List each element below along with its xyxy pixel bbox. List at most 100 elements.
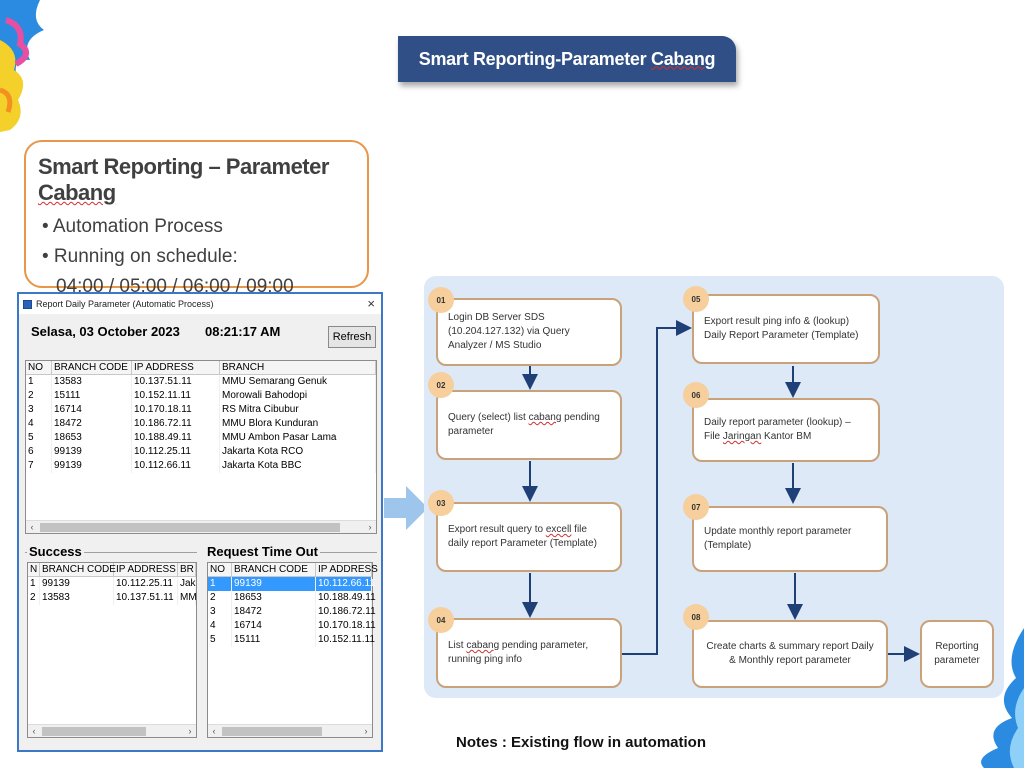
table-cell: MMU Ambon Pasar Lama xyxy=(220,431,376,445)
scroll-right-icon[interactable]: › xyxy=(368,522,372,532)
step-text-part: Query (select) list xyxy=(448,412,529,423)
column-header[interactable]: BRANCH CODE xyxy=(42,563,116,576)
info-box: Smart Reporting – Parameter Cabang • Aut… xyxy=(24,140,369,297)
flow-final-reporting: Reporting parameter xyxy=(920,620,994,688)
table-cell: 15111 xyxy=(52,389,132,403)
flow-step-08: Create charts & summary report Daily & M… xyxy=(692,620,888,688)
column-header[interactable]: NO xyxy=(26,361,52,374)
decorative-paint-splash xyxy=(981,628,1024,768)
scroll-left-icon[interactable]: ‹ xyxy=(212,726,216,736)
step-number-badge: 08 xyxy=(683,604,709,630)
report-window: Report Daily Parameter (Automatic Proces… xyxy=(17,292,383,752)
window-titlebar[interactable]: Report Daily Parameter (Automatic Proces… xyxy=(19,294,381,314)
table-cell: 16714 xyxy=(52,403,132,417)
table-cell: 4 xyxy=(208,619,232,633)
column-header[interactable]: BRANCH xyxy=(220,361,376,374)
final-step-text: Reporting parameter xyxy=(934,641,980,666)
table-cell: 6 xyxy=(26,445,52,459)
column-header[interactable]: IP ADDRESS xyxy=(114,563,178,576)
current-date: Selasa, 03 October 2023 xyxy=(31,324,180,339)
column-header[interactable]: NO xyxy=(208,563,232,576)
table-cell: Morowali Bahodopi xyxy=(220,389,376,403)
schedule-times: 04:00 / 05:00 / 06:00 / 09:00 xyxy=(56,276,294,297)
scroll-right-icon[interactable]: › xyxy=(188,726,192,736)
column-header[interactable]: IP ADDRESS xyxy=(132,361,220,374)
table-cell: 1 xyxy=(26,375,52,389)
table-cell: 18472 xyxy=(232,605,316,619)
table-cell: 10.112.66.11 xyxy=(132,459,220,473)
scroll-left-icon[interactable]: ‹ xyxy=(32,726,36,736)
app-icon xyxy=(23,299,32,309)
scroll-thumb[interactable] xyxy=(222,726,322,736)
refresh-button[interactable]: Refresh xyxy=(328,326,376,348)
info-title-word: Cabang xyxy=(38,180,116,205)
step-number-badge: 03 xyxy=(428,490,454,516)
table-cell: 3 xyxy=(26,403,52,417)
table-cell: MM xyxy=(180,591,197,605)
slide-notes: Notes : Existing flow in automation xyxy=(456,734,707,751)
table-cell: 10.188.49.11 xyxy=(318,591,376,605)
column-header[interactable]: BR xyxy=(178,563,196,576)
close-icon[interactable]: × xyxy=(367,296,375,311)
scroll-thumb[interactable] xyxy=(42,726,146,736)
step-text-part: Export result query to xyxy=(448,524,546,535)
scroll-right-icon[interactable]: › xyxy=(364,726,368,736)
flow-step-05: Export result ping info & (lookup) Daily… xyxy=(692,294,880,364)
table-cell: 10.170.18.11 xyxy=(132,403,220,417)
table-cell: 10.152.11.11 xyxy=(132,389,220,403)
scroll-thumb[interactable] xyxy=(40,522,340,532)
step-number-badge: 05 xyxy=(683,286,709,312)
table-cell: 10.186.72.11 xyxy=(132,417,220,431)
step-text: Export result query to excell file daily… xyxy=(448,523,610,551)
column-header[interactable]: BRANCH CODE xyxy=(232,563,316,576)
flow-step-06: Daily report parameter (lookup) – File J… xyxy=(692,398,880,462)
horizontal-scrollbar[interactable]: ‹ › xyxy=(208,724,372,737)
step-number-badge: 06 xyxy=(683,382,709,408)
window-title: Report Daily Parameter (Automatic Proces… xyxy=(36,299,214,309)
table-cell: 10.112.25.11 xyxy=(114,577,178,591)
flow-step-01: Login DB Server SDS (10.204.127.132) via… xyxy=(436,298,622,366)
step-text-part: file daily report Parameter (Template) xyxy=(448,524,597,549)
right-arrow-icon xyxy=(384,486,428,530)
horizontal-scrollbar[interactable]: ‹ › xyxy=(28,724,196,737)
table-cell: 10.137.51.11 xyxy=(132,375,220,389)
scroll-left-icon[interactable]: ‹ xyxy=(30,522,34,532)
flow-step-02: Query (select) list cabang pending param… xyxy=(436,390,622,460)
slide-title-word: Cabang xyxy=(651,48,716,69)
info-title-text: Smart Reporting – Parameter xyxy=(38,154,329,179)
column-header[interactable]: IP ADDRESS xyxy=(318,563,378,576)
table-cell: MMU Blora Kunduran xyxy=(220,417,376,431)
table-cell: 18472 xyxy=(52,417,132,431)
column-header[interactable]: BRANCH CODE xyxy=(52,361,132,374)
column-header[interactable]: N xyxy=(28,563,40,576)
step-text-part: Kantor BM xyxy=(761,431,812,442)
table-cell: 10.137.51.11 xyxy=(114,591,178,605)
step-text-part: List xyxy=(448,640,467,651)
table-cell: 10.170.18.11 xyxy=(318,619,376,633)
table-cell: 1 xyxy=(208,577,232,591)
horizontal-scrollbar[interactable]: ‹ › xyxy=(26,520,376,533)
success-group-label: Success xyxy=(27,544,84,559)
table-cell: 2 xyxy=(208,591,232,605)
table-cell: 99139 xyxy=(40,577,114,591)
table-cell: 10.188.49.11 xyxy=(132,431,220,445)
